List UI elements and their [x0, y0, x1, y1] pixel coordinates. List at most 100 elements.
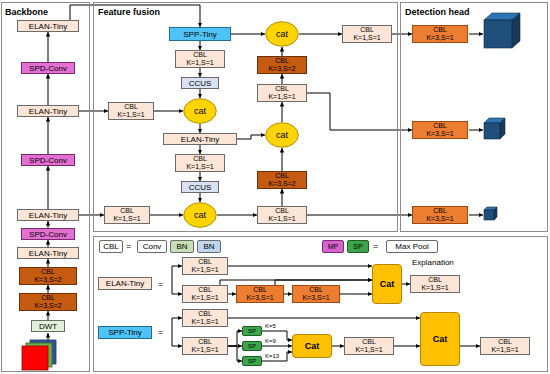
- node-label: CBL: [103, 242, 119, 251]
- node-label: CBL K=1,S=1: [186, 51, 213, 67]
- ellipse-shape: [266, 22, 299, 47]
- connector: [200, 124, 201, 133]
- connector: [299, 34, 342, 35]
- connector: [200, 89, 201, 98]
- connector: [228, 294, 236, 295]
- node-label: ELAN-Tiny: [106, 279, 144, 288]
- connector: [460, 346, 480, 347]
- node-label: CBL K=3,S=1: [246, 286, 273, 302]
- connector: [307, 215, 412, 216]
- node-label: SPP-Tiny: [108, 328, 142, 337]
- image-layer: [22, 346, 48, 370]
- connector: [332, 346, 344, 347]
- connector: [284, 294, 292, 295]
- node-label: CBL K=3,S=1: [426, 26, 453, 42]
- node-label: SPD-Conv: [29, 64, 67, 73]
- node-label: Cat: [433, 334, 448, 344]
- node-label: cat: [276, 130, 288, 140]
- section-heading: Detection head: [405, 7, 470, 17]
- node-label: cat: [194, 106, 206, 116]
- node-label: CBL K=1,S=1: [113, 207, 140, 223]
- section-panel: ExplanationCBLConvBNBNMPSPMax PoolELAN-T…: [93, 236, 548, 372]
- cbl-box: CBL K=1,S=1: [480, 337, 530, 355]
- connector: [392, 34, 412, 35]
- node-label: CBL K=1,S=1: [421, 276, 448, 292]
- node-label: cat: [194, 210, 206, 220]
- connector: [150, 215, 183, 216]
- concat-circle: cat: [183, 98, 217, 124]
- equals-sign: =: [126, 241, 131, 251]
- split-line: [172, 266, 182, 267]
- node-label: CBL K=3,S=1: [302, 286, 329, 302]
- pool-box: SP: [242, 341, 262, 351]
- split-line: [172, 318, 182, 319]
- split-line: [172, 294, 182, 295]
- head-arrow: [469, 215, 483, 216]
- connector: [200, 41, 201, 50]
- module-box: ELAN-Tiny: [98, 277, 152, 290]
- connector: [48, 166, 49, 209]
- connector: [402, 284, 410, 285]
- split-line: [172, 346, 182, 347]
- cbl-box: CBL K=1,S=1: [257, 84, 307, 102]
- pool-box: SP: [242, 356, 262, 366]
- connector: [282, 74, 283, 84]
- node-label: CBL K=3,S=2: [34, 294, 61, 310]
- module-box: ELAN-Tiny: [17, 209, 79, 221]
- connector: [48, 285, 49, 293]
- cbl-box: CBL K=1,S=1: [182, 309, 228, 327]
- node-label: SPP-Tiny: [183, 30, 217, 39]
- node-label: CCUS: [189, 183, 212, 192]
- node-label: CCUS: [189, 79, 212, 88]
- section-panel: BackboneELAN-TinySPD-ConvELAN-TinySPD-Co…: [1, 2, 90, 372]
- output-cube: [484, 118, 505, 139]
- cbl-box: CBL K=1,S=1: [104, 206, 150, 224]
- input-arrow: [48, 333, 49, 340]
- cube-face: [500, 118, 505, 139]
- node-label: CBL K=3,S=2: [34, 268, 61, 284]
- connector: [48, 32, 49, 62]
- legend-box: SP: [347, 240, 369, 253]
- equals-sign: =: [373, 241, 378, 251]
- node-label: CBL K=1,S=1: [186, 155, 213, 171]
- ellipse-shape: [184, 203, 217, 228]
- module-box: CCUS: [181, 77, 219, 89]
- connector: [48, 74, 49, 105]
- cube-face: [484, 210, 494, 220]
- cbl-box: CBL K=3,S=1: [236, 285, 284, 303]
- node-label: Cat: [380, 279, 395, 289]
- connector: [228, 266, 372, 267]
- section-panel: Detection headCBL K=3,S=1CBL K=3,S=1CBL …: [400, 2, 548, 232]
- cbl-box: CBL K=1,S=1: [342, 25, 392, 43]
- cube-face: [494, 207, 497, 220]
- node-label: SP: [248, 358, 256, 365]
- node-label: ELAN-Tiny: [29, 22, 67, 31]
- equals-sign: =: [158, 279, 163, 289]
- node-label: CBL K=1,S=1: [268, 207, 295, 223]
- connector: [237, 135, 265, 139]
- input-image: [22, 340, 56, 370]
- node-label: BN: [203, 242, 214, 251]
- node-label: CBL K=3,S=1: [426, 122, 453, 138]
- cbl-box: CBL K=1,S=1: [175, 50, 225, 68]
- concat-box: Cat: [420, 312, 460, 366]
- split-line: [172, 266, 173, 294]
- cbl-box: CBL K=1,S=1: [175, 154, 225, 172]
- node-label: MP: [328, 243, 339, 251]
- node-label: ELAN-Tiny: [29, 107, 67, 116]
- cbl-box: CBL K=1,S=1: [410, 275, 460, 293]
- connector: [79, 215, 104, 216]
- node-label: CBL K=3,S=2: [268, 172, 295, 188]
- module-box: ELAN-Tiny: [17, 20, 79, 32]
- connector: [228, 318, 420, 319]
- connector: [200, 172, 201, 181]
- connector: [282, 102, 283, 122]
- legend-box: CBL: [99, 240, 123, 253]
- connector: [200, 68, 201, 77]
- node-label: CBL K=1,S=1: [191, 258, 218, 274]
- pool-box: SP: [242, 326, 262, 336]
- concat-box: Cat: [372, 264, 402, 304]
- node-label: Max Pool: [395, 242, 428, 251]
- node-label: Conv: [143, 242, 162, 251]
- cbl-box: CBL K=3,S=2: [19, 267, 77, 285]
